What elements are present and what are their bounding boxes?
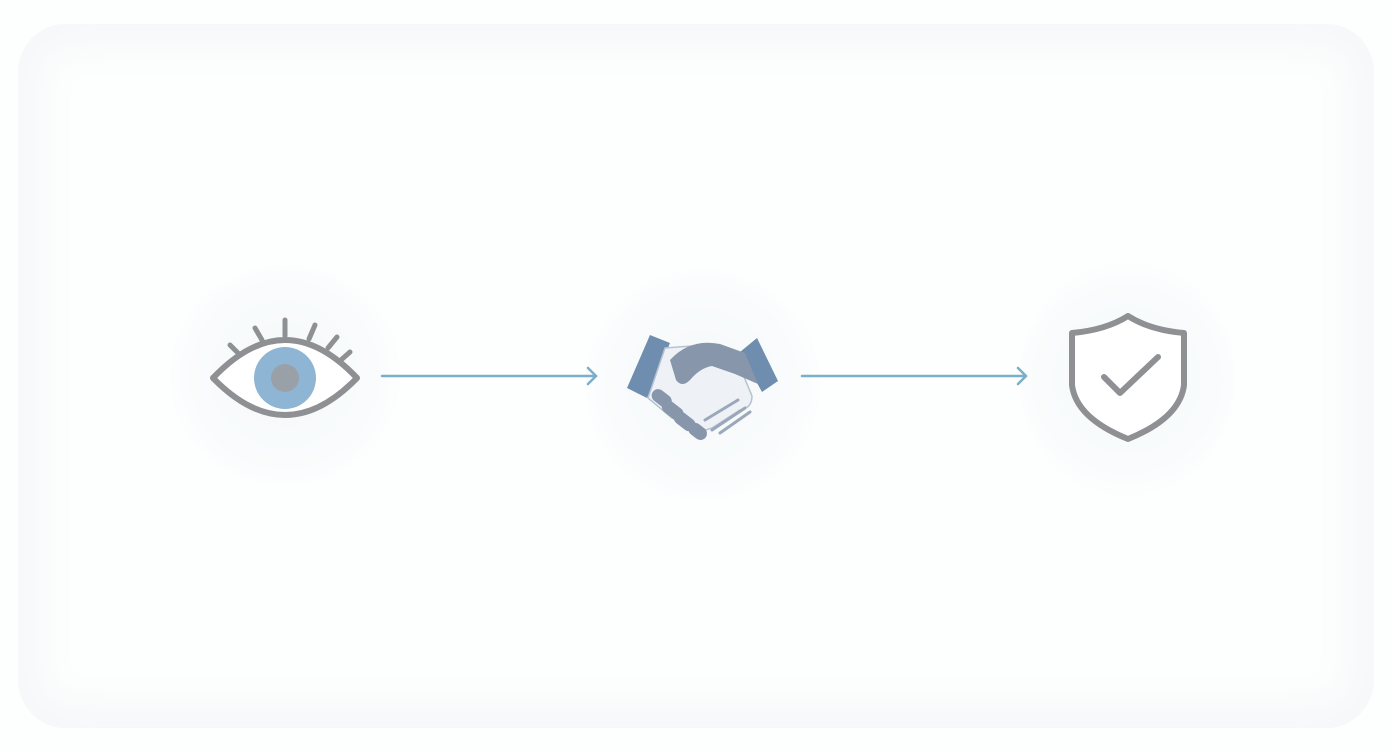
- arrow-eye-to-handshake: [380, 366, 598, 386]
- shield-check-icon: [1069, 313, 1187, 442]
- eye-icon: [210, 317, 360, 418]
- arrow-handshake-to-shield: [800, 366, 1028, 386]
- handshake-icon: [627, 335, 778, 441]
- pupil: [271, 364, 299, 392]
- check-icon: [1101, 354, 1161, 396]
